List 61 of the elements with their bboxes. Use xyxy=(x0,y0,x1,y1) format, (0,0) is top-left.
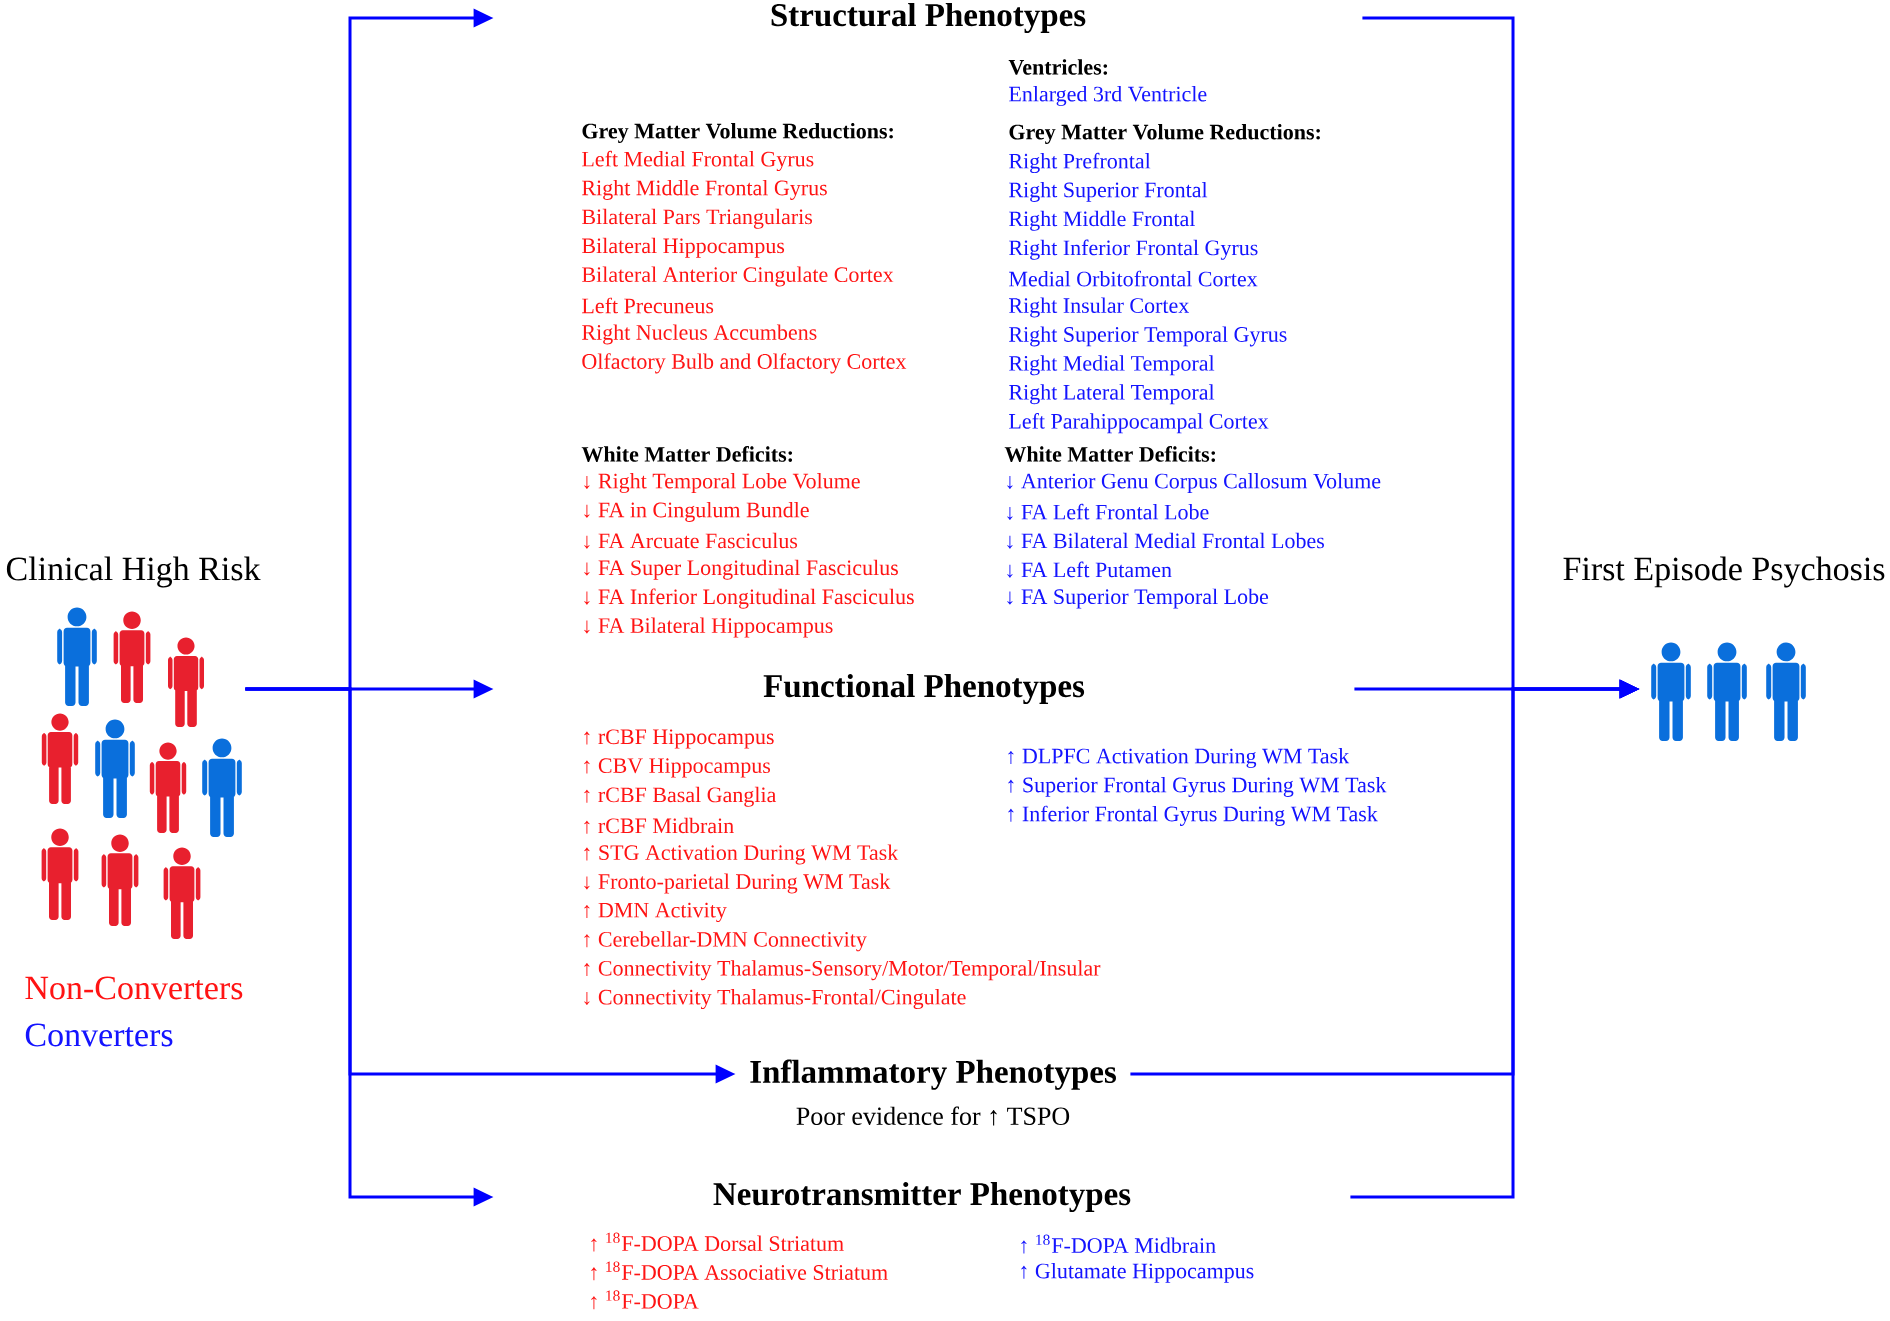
finding-text: ↑ rCBF Hippocampus xyxy=(584,729,774,749)
finding-text: ↑ Cerebellar-DMN Connectivity xyxy=(584,931,867,952)
finding-text: ↑ STG Activation During WM Task xyxy=(584,844,899,865)
finding-text: Right Lateral Temporal xyxy=(1009,384,1215,405)
finding-text: ↑ DMN Activity xyxy=(584,902,727,923)
finding-text: ↓ Fronto-parietal During WM Task xyxy=(584,873,891,894)
finding-text: Right Inferior Frontal Gyrus xyxy=(1009,239,1258,260)
finding-text: Bilateral Pars Triangularis xyxy=(582,208,812,229)
finding-text: ↓ FA Arcuate Fasciculus xyxy=(584,532,798,549)
finding-text: ↑ CBV Hippocampus xyxy=(584,758,771,778)
finding-text: ↑ $^{18}$F-DOPA Dorsal Striatum xyxy=(591,1232,844,1252)
phenotype-heading: Inflammatory Phenotypes Poor evidence for ↑ TSPO xyxy=(750,1059,1116,1126)
finding-text: Right Middle Frontal Gyrus xyxy=(582,179,827,200)
finding-text: Right Insular Cortex xyxy=(1009,297,1189,318)
finding-text: ↓ Anterior Genu Corpus Callosum Volume xyxy=(1007,473,1381,493)
phenotype-heading: Structural Phenotypes xyxy=(771,3,1086,33)
finding-text: ↑ Superior Frontal Gyrus During WM Task xyxy=(1008,776,1387,797)
list-heading: White Matter Deficits: xyxy=(1004,446,1216,462)
finding-text: ↑ rCBF Basal Ganglia xyxy=(584,786,777,807)
finding-text: Right Nucleus Accumbens xyxy=(582,324,817,345)
finding-text: Left Medial Frontal Gyrus xyxy=(582,150,814,172)
finding-text: ↑ Connectivity Thalamus-Sensory/Motor/Temporal/Insular xyxy=(584,960,1101,981)
finding-text: Right Prefrontal xyxy=(1009,152,1151,174)
finding-text: ↓ FA Inferior Longitudinal Fasciculus xyxy=(584,588,914,609)
finding-text: ↑ $^{18}$F-DOPA Midbrain xyxy=(1021,1234,1216,1254)
finding-text: ↓ FA Left Frontal Lobe xyxy=(1007,503,1209,520)
finding-text: ↓ FA Left Putamen xyxy=(1007,561,1172,578)
finding-text: Right Superior Temporal Gyrus xyxy=(1009,326,1287,347)
finding-text: Enlarged 3rd Ventricle xyxy=(1009,86,1207,106)
finding-text: ↓ FA in Cingulum Bundle xyxy=(584,501,809,522)
list-heading: Grey Matter Volume Reductions: xyxy=(582,123,893,143)
finding-text: Bilateral Anterior Cingulate Cortex xyxy=(582,266,894,287)
finding-text: ↑ rCBF Midbrain xyxy=(584,817,734,834)
finding-text: Olfactory Bulb and Olfactory Cortex xyxy=(582,353,907,374)
finding-text: ↓ Connectivity Thalamus-Frontal/Cingulate xyxy=(584,989,966,1010)
list-heading: White Matter Deficits: xyxy=(581,446,793,462)
finding-text: Medial Orbitofrontal Cortex xyxy=(1009,270,1258,287)
phenotype-heading: Functional Phenotypes xyxy=(763,674,1085,704)
finding-text: ↑ Glutamate Hippocampus xyxy=(1021,1262,1254,1283)
finding-text: ↑ Inferior Frontal Gyrus During WM Task xyxy=(1008,805,1378,826)
finding-text: Bilateral Hippocampus xyxy=(582,237,785,258)
finding-text: ↓ FA Bilateral Medial Frontal Lobes xyxy=(1007,532,1324,549)
phenotype-heading: Neurotransmitter Phenotypes xyxy=(713,1182,1131,1212)
group-label: Non-Converters xyxy=(25,976,243,1000)
finding-text: Left Parahippocampal Cortex xyxy=(1009,413,1269,434)
finding-text: ↑ $^{18}$F-DOPA xyxy=(591,1290,699,1310)
list-heading: Grey Matter Volume Reductions: xyxy=(1009,124,1320,144)
finding-text: Right Middle Frontal xyxy=(1009,210,1195,231)
finding-text: ↓ Right Temporal Lobe Volume xyxy=(584,473,860,493)
group-heading: First Episode Psychosis xyxy=(1563,556,1885,588)
list-heading: Ventricles: xyxy=(1008,59,1108,75)
group-label: Converters xyxy=(25,1023,173,1047)
finding-text: ↓ FA Super Longitudinal Fasciculus xyxy=(584,559,898,580)
finding-text: Right Superior Frontal xyxy=(1009,181,1208,202)
finding-text: ↓ FA Bilateral Hippocampus xyxy=(584,617,833,638)
finding-text: ↑ DLPFC Activation During WM Task xyxy=(1008,748,1350,768)
finding-text: Right Medial Temporal xyxy=(1009,355,1215,376)
finding-text: ↓ FA Superior Temporal Lobe xyxy=(1007,588,1269,609)
finding-text: ↑ $^{18}$F-DOPA Associative Striatum xyxy=(591,1261,888,1281)
finding-text: Left Precuneus xyxy=(582,297,714,314)
group-heading: Clinical High Risk xyxy=(6,556,261,588)
